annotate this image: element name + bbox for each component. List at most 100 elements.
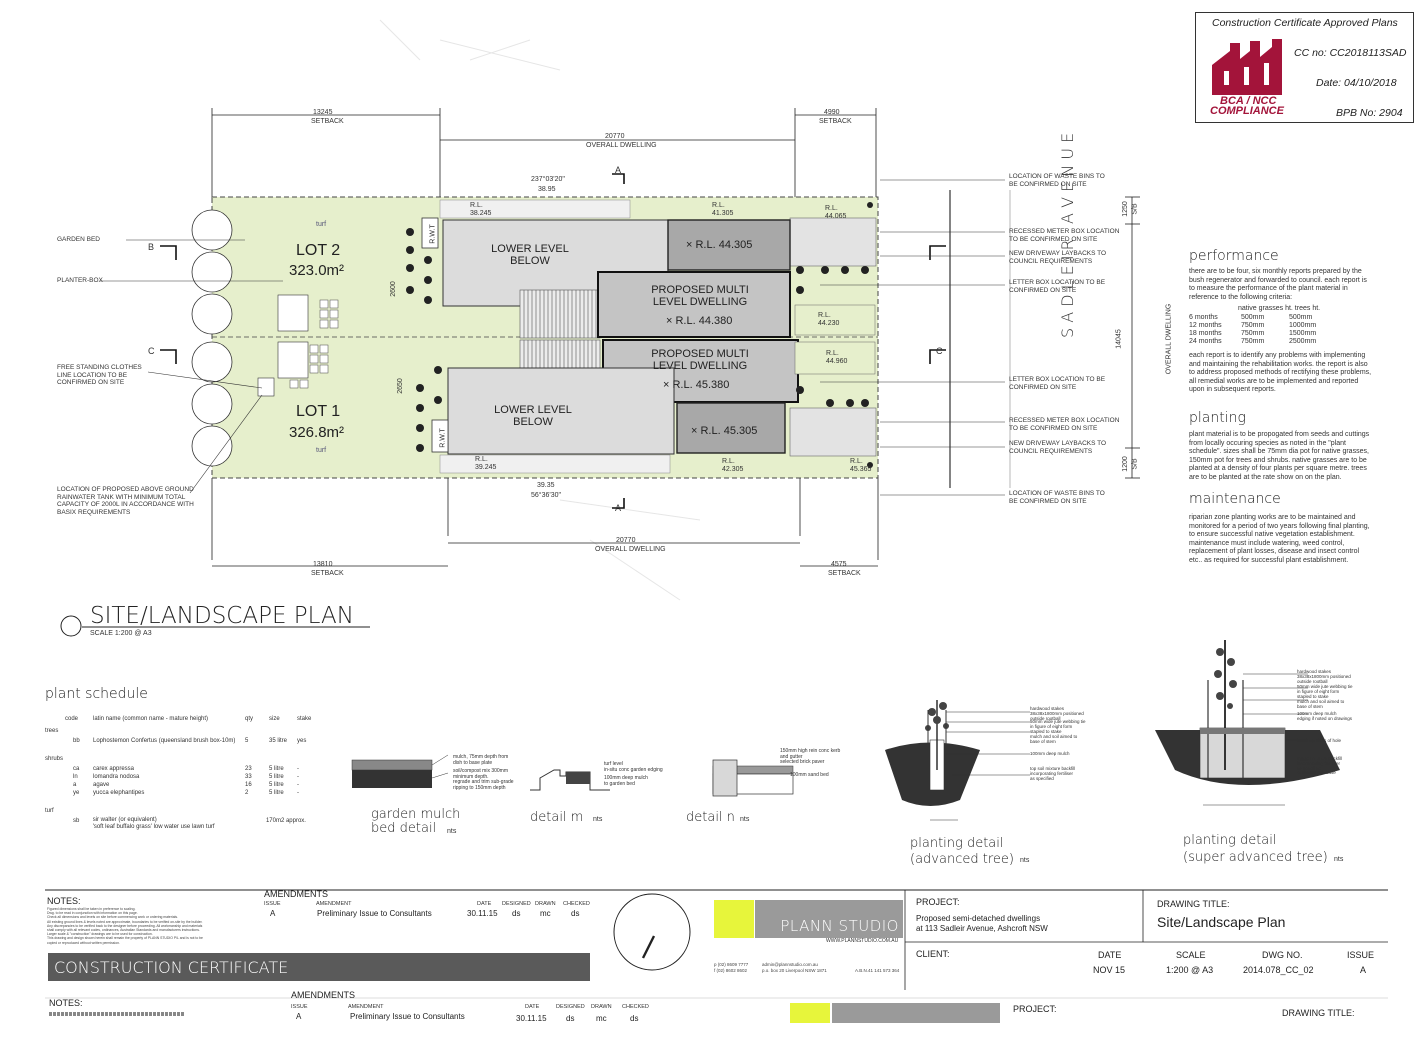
lot2-area: 323.0m² xyxy=(289,262,345,279)
maintenance-heading: maintenance xyxy=(1189,491,1281,507)
performance-columns: native grasses ht. trees ht. xyxy=(1238,305,1321,312)
dup-notes-label: NOTES: xyxy=(49,998,83,1008)
turf-label-upper: turf xyxy=(316,221,327,228)
dim-top-overall: 20770 xyxy=(605,133,625,140)
lot1-area: 326.8m² xyxy=(289,424,345,441)
stamp-bpb-no: BPB No: 2904 xyxy=(1336,107,1403,119)
rl-small-4: R.L. 44.230 xyxy=(818,312,840,327)
lower-level-upper: LOWER LEVEL BELOW xyxy=(491,243,569,267)
schedule-section-trees: trees xyxy=(45,728,59,734)
construction-details xyxy=(351,640,1340,821)
dim-top-overall-sub: OVERALL DWELLING xyxy=(586,142,657,149)
studio-web: WWW.PLANNSTUDIO.COM.AU xyxy=(826,938,899,944)
rl-small-5: R.L. 44.960 xyxy=(826,350,848,365)
contact-po: p.o. box 20 Liverpool NSW 1871 xyxy=(762,968,827,973)
rl-small-6: R.L. 39.245 xyxy=(475,456,497,471)
dup-amend-desc: Preliminary Issue to Consultants xyxy=(350,1012,465,1021)
note-right-8: LOCATION OF WASTE BINS TO BE CONFIRMED O… xyxy=(1009,490,1105,505)
client-label: CLIENT: xyxy=(916,949,950,959)
dwg-value: 2014.078_CC_02 xyxy=(1243,965,1314,975)
rwt-upper: R.W.T xyxy=(429,224,437,244)
mulch-note-2: soil/compost mix 300mm minimum depth. re… xyxy=(453,768,514,791)
dup-project-label: PROJECT: xyxy=(1013,1004,1057,1014)
amend-designed: ds xyxy=(512,909,521,918)
rl-small-2: R.L. 41.305 xyxy=(712,202,734,217)
date-value: NOV 15 xyxy=(1093,965,1126,975)
contact-fax: f (02) 8602 8602 xyxy=(714,968,748,973)
date-label: DATE xyxy=(1098,950,1122,960)
performance-body-2: each report is to identify any problems … xyxy=(1189,352,1372,394)
sup-note-1: hardwood stakes 38x38x1800mm positioned … xyxy=(1297,669,1351,684)
sup-tree-title: planting detail (super advanced tree) xyxy=(1183,833,1328,865)
schedule-section-turf: turf xyxy=(45,808,54,814)
section-c-left: C xyxy=(148,346,155,356)
mulch-detail-title: garden mulch bed detail xyxy=(371,807,461,836)
amend-header-designed: DESIGNED xyxy=(502,901,531,907)
bearing-bottom-len: 39.35 xyxy=(537,482,555,489)
dim-2650: 2650 xyxy=(396,378,404,394)
dup-amend-header-designed: DESIGNED xyxy=(556,1004,585,1010)
adv-tree-title: planting detail (advanced tree) xyxy=(910,836,1014,867)
turf-label-lower: turf xyxy=(316,447,327,454)
adv-note-2: 50mm wide jute webbing tie in figure of … xyxy=(1030,719,1086,734)
bca-logo-icon xyxy=(1212,39,1282,95)
dim-top-right: 4990 xyxy=(824,109,840,116)
dim-right-2: 14045 xyxy=(1115,329,1123,349)
scale-value: 1:200 @ A3 xyxy=(1166,965,1214,975)
dim-bottom-right-sub: SETBACK xyxy=(828,570,861,577)
dim-right-2-sub: OVERALL DWELLING xyxy=(1165,303,1173,375)
dup-amend-issue: A xyxy=(296,1012,302,1021)
dup-drawing-title-label: DRAWING TITLE: xyxy=(1282,1008,1355,1018)
amend-checked: ds xyxy=(571,909,580,918)
proposed-dwelling-upper: PROPOSED MULTI LEVEL DWELLING xyxy=(651,284,749,308)
dim-top-right-sub: SETBACK xyxy=(819,118,852,125)
note-right-7: NEW DRIVEWAY LAYBACKS TO COUNCIL REQUIRE… xyxy=(1009,440,1107,455)
stamp-logo-line1: BCA / NCC xyxy=(1220,95,1277,107)
project-label: PROJECT: xyxy=(916,897,960,907)
performance-heading: performance xyxy=(1189,248,1279,264)
plan-scale: SCALE 1:200 @ A3 xyxy=(90,630,152,637)
adv-note-4: 100mm deep mulch xyxy=(1030,751,1070,756)
title-block-frame xyxy=(45,889,1388,999)
lot2-label: LOT 2 xyxy=(296,242,341,259)
note-right-2: RECESSED METER BOX LOCATION TO BE CONFIR… xyxy=(1009,228,1120,243)
sup-note-7: cultivated sub-base xyxy=(1297,770,1336,775)
dup-amend-header-checked: CHECKED xyxy=(622,1004,649,1010)
amend-header-amendment: AMENDMENT xyxy=(316,901,352,907)
dim-top-left: 13245 xyxy=(313,109,333,116)
rl-small-7: R.L. 42.305 xyxy=(722,458,744,473)
dup-amend-header-issue: ISSUE xyxy=(291,1004,308,1010)
detail-m-note-1: turf level in-situ conc garden edging xyxy=(604,761,663,773)
scale-label: SCALE xyxy=(1176,950,1206,960)
performance-body: there are to be four, six monthly report… xyxy=(1189,268,1367,301)
amend-desc: Preliminary Issue to Consultants xyxy=(317,909,432,918)
rwt-lower: R.W.T xyxy=(439,428,447,448)
amend-header-drawn: DRAWN xyxy=(535,901,556,907)
mulch-nts: nts xyxy=(447,828,457,835)
mulch-note-1: mulch, 75mm depth from dish to base plat… xyxy=(453,754,509,766)
detail-m-title: detail m xyxy=(530,810,584,825)
project-name: Proposed semi-detached dwellings at 113 … xyxy=(916,914,1048,933)
notes-label: NOTES: xyxy=(47,896,81,906)
detail-n-note-2: 100mm sand bed xyxy=(790,772,829,778)
dup-amend-date: 30.11.15 xyxy=(516,1014,547,1023)
stamp-title: Construction Certificate Approved Plans xyxy=(1212,17,1398,29)
adv-note-3: mulch and soil aimed to base of stem xyxy=(1030,734,1078,744)
rl-dwelling-upper: × R.L. 44.380 xyxy=(666,315,733,327)
note-garden-bed: GARDEN BED xyxy=(57,236,100,243)
stamp-logo-line2: COMPLIANCE xyxy=(1210,105,1284,117)
note-right-1: LOCATION OF WASTE BINS TO BE CONFIRMED O… xyxy=(1009,173,1105,188)
note-planter: PLANTER-BOX xyxy=(57,277,103,284)
rl-small-8: R.L. 45.365 xyxy=(850,458,872,473)
plan-title: SITE/LANDSCAPE PLAN xyxy=(90,603,354,629)
stamp-cc-no: CC no: CC2018113SAD xyxy=(1294,47,1407,59)
dup-amendments-label: AMENDMENTS xyxy=(291,990,356,1000)
note-right-3: NEW DRIVEWAY LAYBACKS TO COUNCIL REQUIRE… xyxy=(1009,250,1107,265)
dim-top-left-sub: SETBACK xyxy=(311,118,344,125)
contact-phone: p (02) 8609 7777 xyxy=(714,962,749,967)
rl-garage-lower: × R.L. 45.305 xyxy=(691,425,758,437)
dup-studio-block xyxy=(832,1003,1000,1023)
dim-bottom-left: 13810 xyxy=(313,561,333,568)
